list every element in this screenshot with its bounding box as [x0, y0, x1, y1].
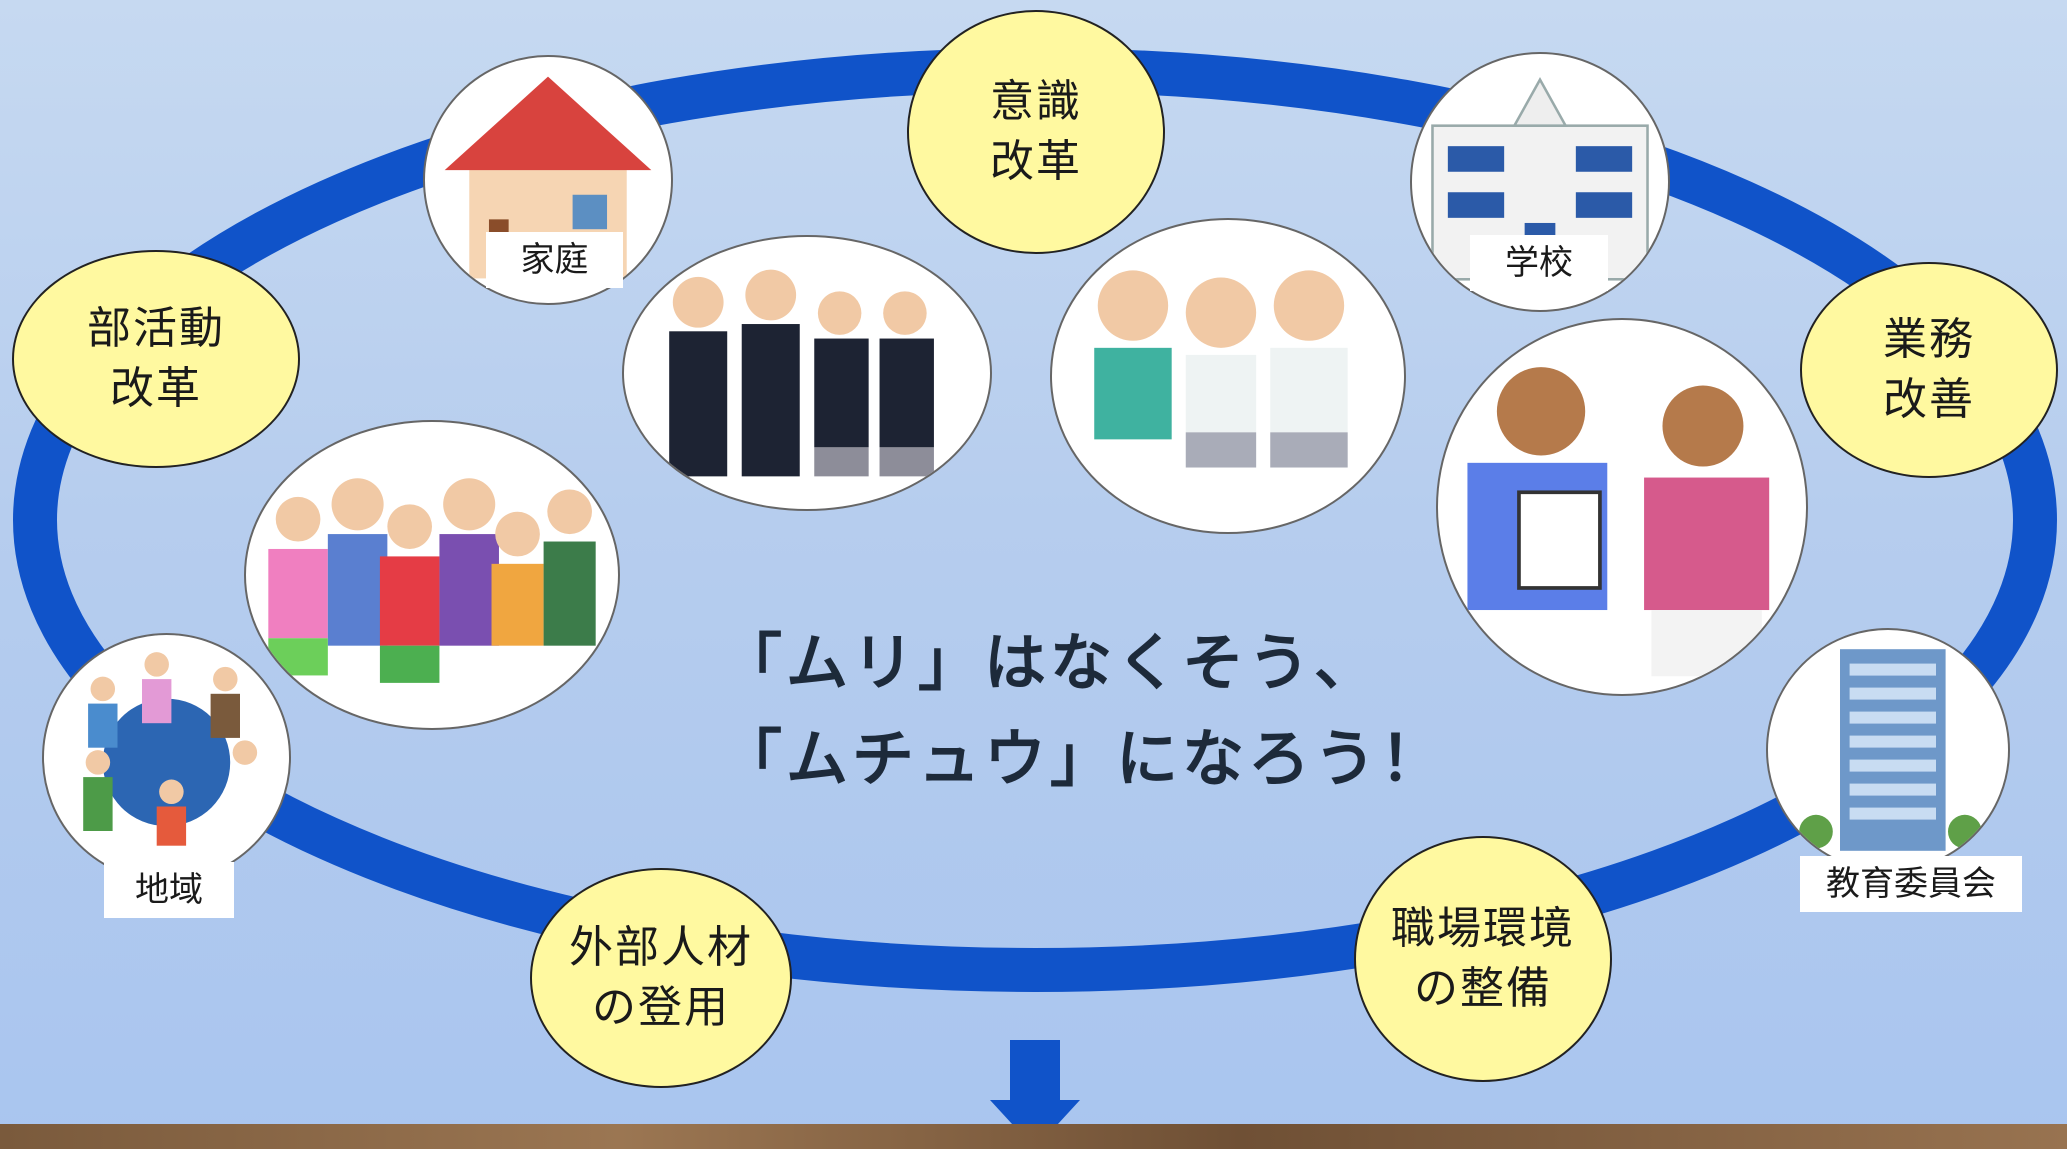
community-picture: [42, 633, 291, 882]
label-kyoiku-iinkai: 教育委員会: [1800, 856, 2022, 912]
students-group-icon: [669, 269, 934, 477]
teachers-picture: [1436, 318, 1808, 696]
slogan: 「ムリ」はなくそう、 「ムチュウ」になろう！: [720, 615, 1480, 807]
children-picture: [1050, 218, 1406, 534]
seniors-group-icon: [268, 478, 596, 683]
slogan-line-2: 「ムチュウ」になろう！: [720, 722, 1447, 795]
label-gakko: 学校: [1470, 235, 1608, 291]
seniors-picture: [244, 420, 620, 730]
students-picture: [622, 235, 992, 511]
community-circle-icon: [83, 652, 258, 846]
bubble-gyomu-kaizen: 業務 改善: [1800, 262, 2058, 478]
children-group-icon: [1094, 270, 1348, 468]
office-building-icon: [1799, 649, 1982, 851]
bubble-ishiki-kaikaku: 意識 改革: [907, 10, 1165, 254]
label-katei: 家庭: [486, 232, 623, 288]
label-chiiki: 地域: [104, 862, 234, 918]
wooden-floor: [0, 1124, 2067, 1149]
bubble-shokuba-kankyo: 職場環境 の整備: [1354, 836, 1612, 1082]
teachers-discussion-icon: [1467, 367, 1770, 677]
office-building-picture: [1766, 628, 2010, 872]
slogan-line-1: 「ムリ」はなくそう、: [720, 626, 1381, 699]
bubble-gaibu-jinzai: 外部人材 の登用: [530, 868, 792, 1088]
bubble-bukatsudo-kaikaku: 部活動 改革: [12, 250, 300, 468]
